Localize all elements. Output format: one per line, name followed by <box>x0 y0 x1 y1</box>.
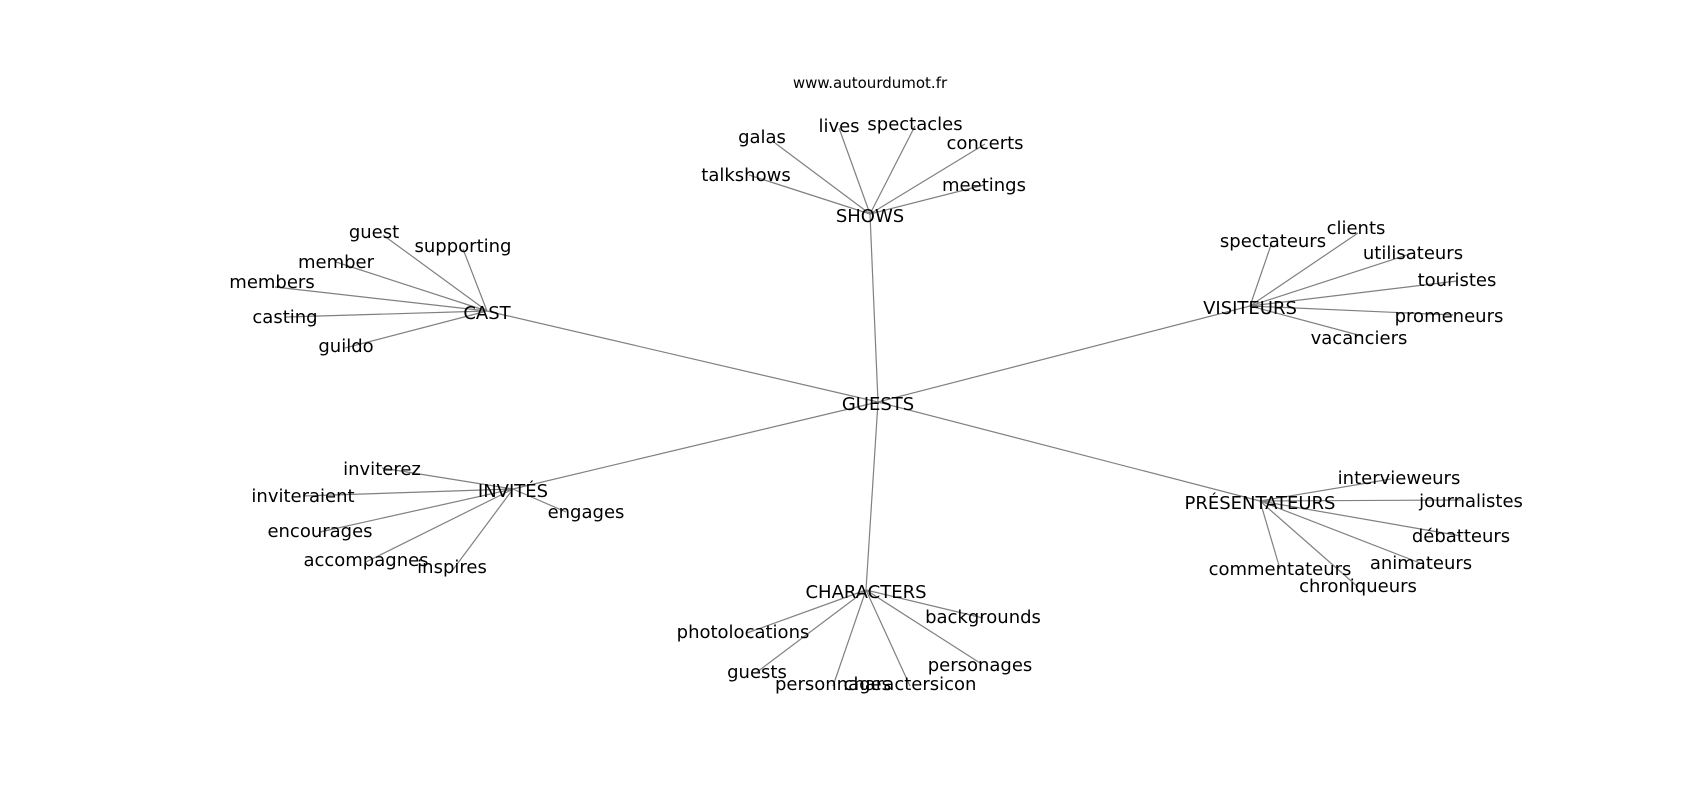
node-leaf[interactable]: lives <box>818 116 859 137</box>
node-hub-presentateurs[interactable]: PRÉSENTATEURS <box>1185 492 1336 514</box>
node-center-guests[interactable]: GUESTS <box>842 394 914 415</box>
edge-line <box>1249 252 1414 307</box>
edge-line <box>746 589 867 634</box>
node-leaf[interactable]: spectateurs <box>1220 231 1326 252</box>
node-leaf[interactable]: guests <box>727 662 787 683</box>
edge-line <box>1259 499 1462 502</box>
edge-line <box>365 488 514 563</box>
edge-line <box>869 213 879 403</box>
node-leaf[interactable]: débatteurs <box>1412 526 1510 547</box>
edge-line <box>774 142 871 215</box>
edge-line <box>381 467 514 490</box>
node-leaf[interactable]: members <box>229 272 314 293</box>
edge-line <box>451 488 514 572</box>
node-hub-invites[interactable]: INVITÉS <box>478 480 548 502</box>
edge-line <box>1249 280 1458 307</box>
edge-line <box>1259 478 1392 502</box>
node-leaf[interactable]: charactersicon <box>844 674 977 695</box>
node-leaf[interactable]: inviterez <box>343 459 421 480</box>
node-leaf[interactable]: supporting <box>415 236 512 257</box>
node-leaf[interactable]: personages <box>928 655 1033 676</box>
node-leaf[interactable]: casting <box>252 307 317 328</box>
node-leaf[interactable]: journalistes <box>1418 491 1523 512</box>
node-hub-characters[interactable]: CHARACTERS <box>805 582 926 603</box>
node-leaf[interactable]: concerts <box>946 133 1023 154</box>
edge-line <box>756 589 867 673</box>
node-leaf[interactable]: utilisateurs <box>1363 243 1463 264</box>
edge-line <box>838 127 871 215</box>
edge-line <box>1259 500 1359 588</box>
edge-line <box>865 589 981 664</box>
edge-line <box>877 401 1261 502</box>
node-leaf[interactable]: talkshows <box>701 165 790 186</box>
node-leaf[interactable]: touristes <box>1418 270 1497 291</box>
edge-line <box>512 401 879 490</box>
node-leaf[interactable]: photolocations <box>677 622 810 643</box>
edge-line <box>1259 500 1462 537</box>
edge-line <box>865 589 911 687</box>
node-leaf[interactable]: inviteraient <box>251 486 354 507</box>
edge-line <box>1249 244 1272 307</box>
node-leaf[interactable]: guest <box>349 222 399 243</box>
edge-line <box>865 401 879 591</box>
node-leaf[interactable]: galas <box>738 127 786 148</box>
node-leaf[interactable]: personnages <box>775 674 891 695</box>
node-leaf[interactable]: backgrounds <box>925 607 1041 628</box>
edge-line <box>382 234 488 312</box>
edge-line <box>865 589 984 619</box>
edge-line <box>1249 232 1359 307</box>
node-leaf[interactable]: animateurs <box>1370 553 1472 574</box>
node-leaf[interactable]: inspires <box>417 557 487 578</box>
node-leaf[interactable]: commentateurs <box>1209 559 1352 580</box>
edge-line <box>274 286 488 312</box>
node-leaf[interactable]: chroniqueurs <box>1299 576 1417 597</box>
node-leaf[interactable]: engages <box>548 502 625 523</box>
edge-line <box>486 310 879 403</box>
edge-line <box>285 310 488 318</box>
edge-line <box>748 174 871 215</box>
edge-line <box>1259 500 1281 570</box>
edge-line <box>344 310 488 349</box>
edge-line <box>877 305 1251 403</box>
node-leaf[interactable]: guildo <box>318 336 373 357</box>
node-hub-visiteurs[interactable]: VISITEURS <box>1203 298 1297 319</box>
edge-line <box>869 143 986 215</box>
source-label[interactable]: www.autourdumot.fr <box>793 74 948 92</box>
edge-line <box>869 125 916 215</box>
node-leaf[interactable]: intervieweurs <box>1338 468 1461 489</box>
edge-line <box>1249 305 1363 337</box>
node-leaf[interactable]: spectacles <box>867 114 962 135</box>
edge-line <box>335 261 488 312</box>
edge-line <box>319 488 514 533</box>
edge-line <box>1249 305 1454 316</box>
edge-line <box>462 248 488 312</box>
node-leaf[interactable]: member <box>298 252 375 273</box>
node-leaf[interactable]: clients <box>1327 218 1386 239</box>
edge-line <box>1259 500 1421 564</box>
node-leaf[interactable]: accompagnes <box>303 550 428 571</box>
node-leaf[interactable]: meetings <box>942 175 1026 196</box>
edge-line <box>869 184 985 215</box>
edge-line <box>832 589 867 687</box>
edge-line <box>302 488 514 497</box>
node-hub-cast[interactable]: CAST <box>463 303 511 324</box>
node-leaf[interactable]: encourages <box>267 521 372 542</box>
node-leaf[interactable]: vacanciers <box>1311 328 1408 349</box>
node-hub-shows[interactable]: SHOWS <box>836 206 904 227</box>
edge-line <box>512 488 567 513</box>
edges-layer <box>274 125 1462 687</box>
node-leaf[interactable]: promeneurs <box>1395 306 1504 327</box>
